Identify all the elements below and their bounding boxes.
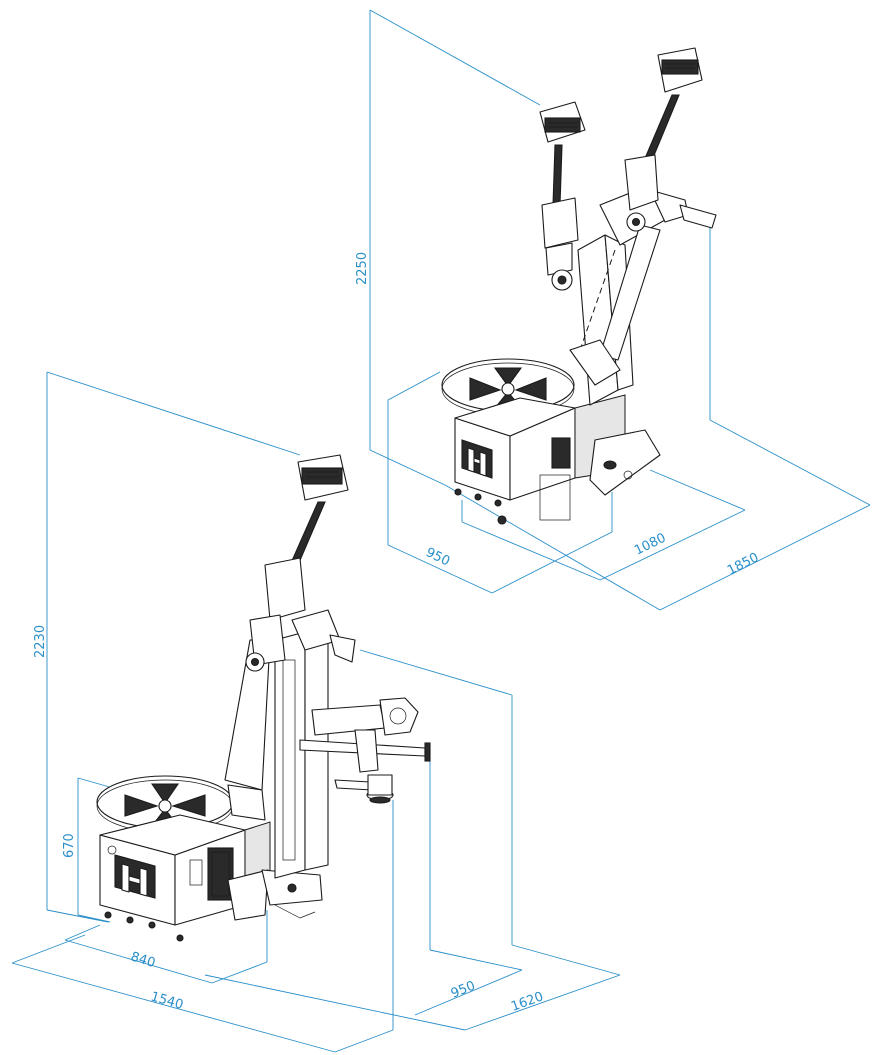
lower-height-label: 2230 xyxy=(33,625,48,658)
upper-depth-label: 1080 xyxy=(632,531,668,559)
lower-base xyxy=(227,869,323,921)
lower-overall-width-label: 1540 xyxy=(149,989,185,1013)
upper-machine: 2250 950 1080 1850 xyxy=(355,9,871,611)
upper-arm-left xyxy=(539,101,586,291)
lower-dimension-lines xyxy=(11,371,621,1053)
upper-dimension-lines xyxy=(369,9,871,611)
upper-arm-right xyxy=(624,47,703,232)
lower-machine: 2230 670 840 1540 950 1620 xyxy=(11,371,621,1053)
lower-arm xyxy=(245,454,349,672)
lower-column xyxy=(224,609,356,879)
upper-turntable xyxy=(441,358,575,416)
lower-overall-depth-label: 1620 xyxy=(509,989,545,1014)
lower-press-arms xyxy=(299,697,431,804)
upper-base xyxy=(589,429,661,496)
lower-arm-depth-label: 950 xyxy=(449,979,478,1002)
upper-overall-label: 1850 xyxy=(725,550,761,578)
upper-height-label: 2250 xyxy=(355,252,370,285)
lower-width-label: 840 xyxy=(129,949,157,971)
upper-width-label: 950 xyxy=(423,545,452,569)
lower-table-height-label: 670 xyxy=(62,833,77,858)
